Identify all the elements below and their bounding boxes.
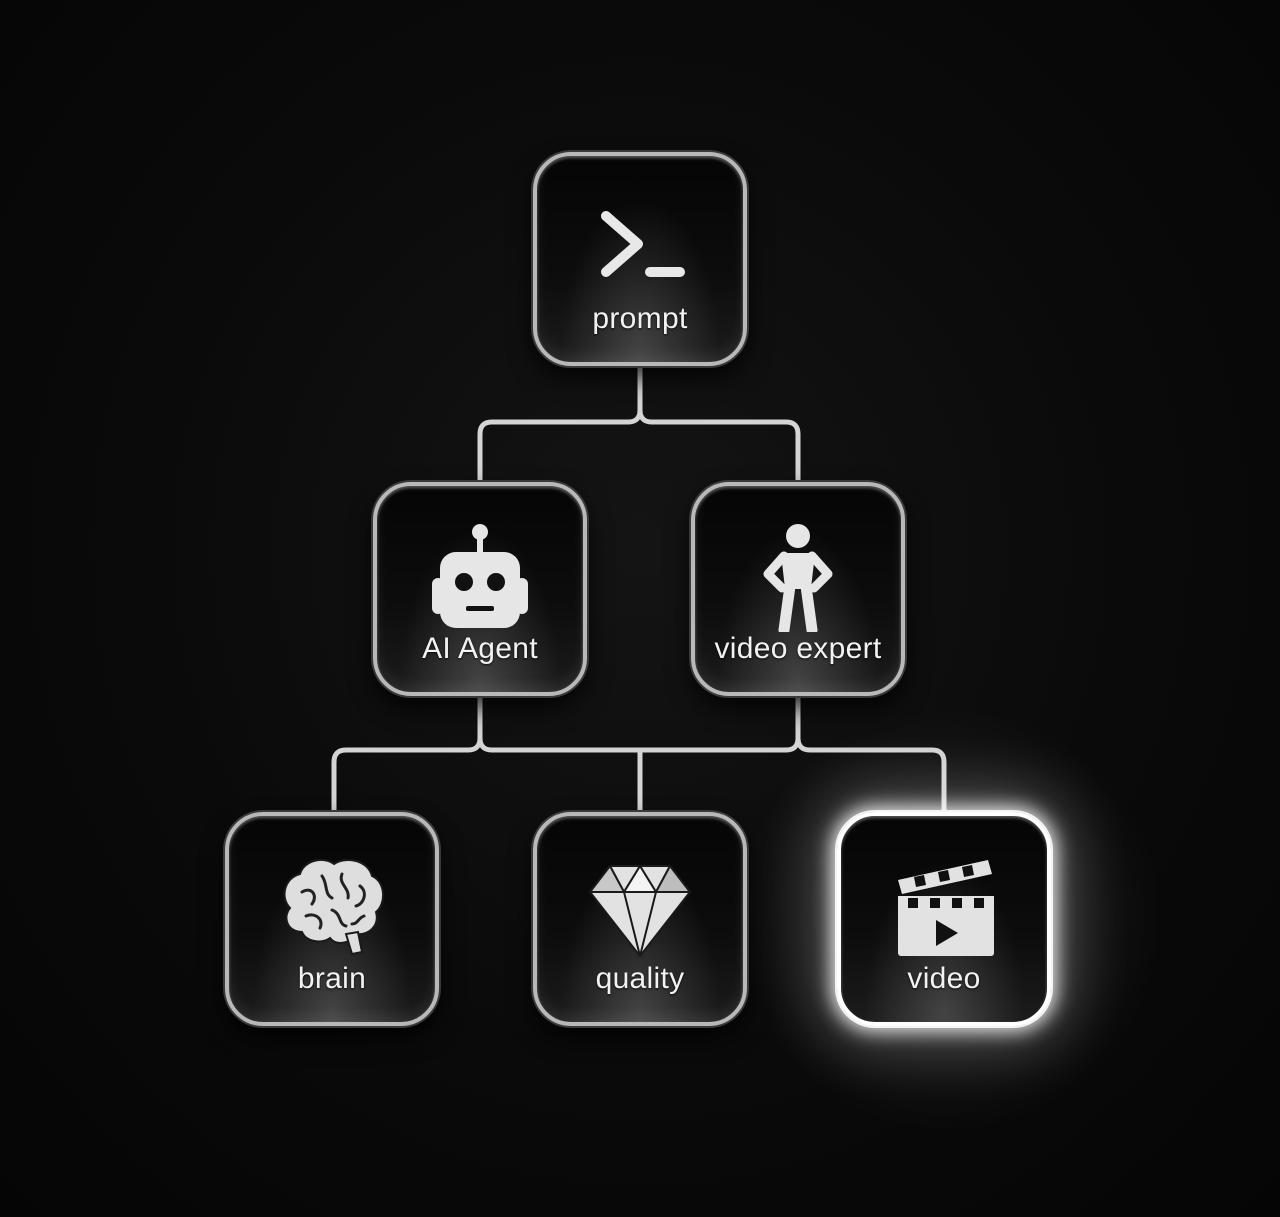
brain-icon <box>283 858 384 956</box>
diamond-icon <box>589 865 691 957</box>
person-icon <box>763 524 833 632</box>
terminal-prompt-icon <box>601 211 685 277</box>
node-brain[interactable]: brain <box>225 812 439 1026</box>
node-label-video: video <box>907 962 981 995</box>
node-label-ai-agent: AI Agent <box>422 632 538 665</box>
edge-to-brain <box>331 735 483 817</box>
edge-to-video <box>795 735 947 817</box>
node-video-expert[interactable]: video expert <box>691 482 905 696</box>
node-label-video-expert: video expert <box>714 632 882 665</box>
node-label-brain: brain <box>297 962 367 995</box>
node-label-prompt: prompt <box>592 302 688 335</box>
node-ai-agent[interactable]: AI Agent <box>373 482 587 696</box>
node-quality[interactable]: quality <box>533 812 747 1026</box>
robot-icon <box>432 524 528 628</box>
clapperboard-icon <box>898 860 994 956</box>
edge-prompt-to-ai-agent <box>477 419 631 487</box>
edge-prompt-to-video-expert <box>637 407 801 487</box>
node-label-quality: quality <box>595 962 685 995</box>
node-prompt[interactable]: prompt <box>533 152 747 366</box>
node-video[interactable]: video <box>837 812 1051 1026</box>
